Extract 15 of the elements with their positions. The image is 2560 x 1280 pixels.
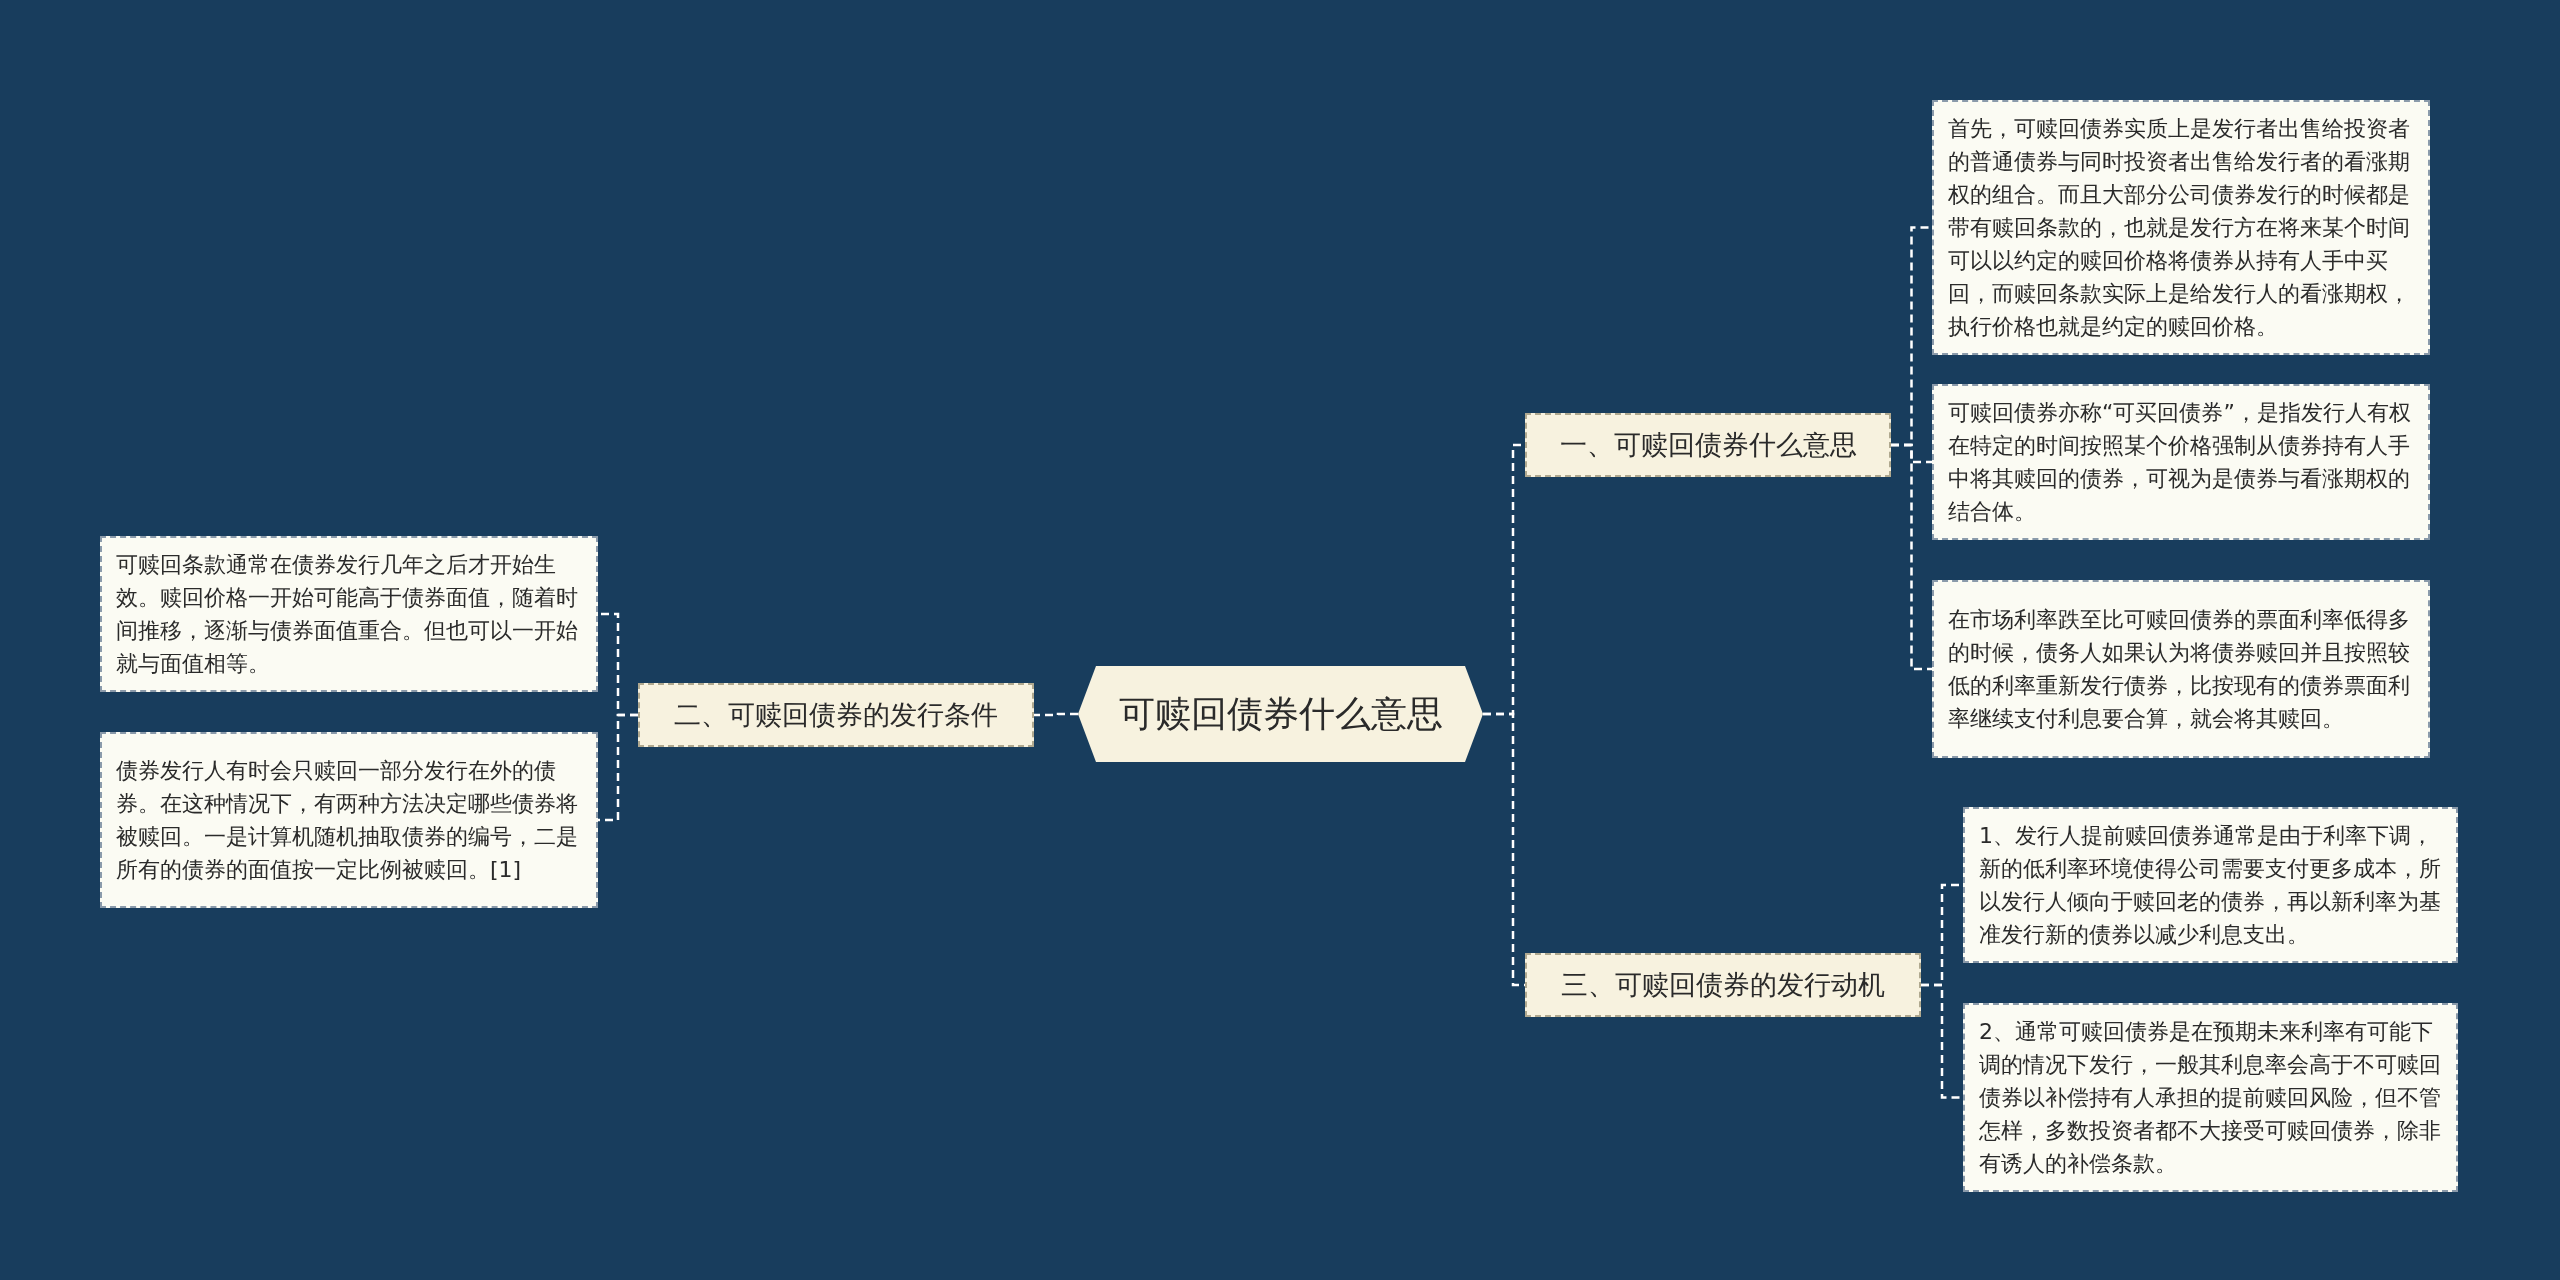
text-box: 1、发行人提前赎回债券通常是由于利率下调，新的低利率环境使得公司需要支付更多成本，所以发行人倾向于赎回老的债券，再以新利率为基准发行新的债券以减少利息支出。 (1963, 807, 2458, 963)
text-box: 可赎回条款通常在债券发行几年之后才开始生效。赎回价格一开始可能高于债券面值，随着时间推移，逐渐与债券面值重合。但也可以一开始就与面值相等。 (100, 536, 598, 692)
central-topic-text: 可赎回债券什么意思 (1118, 691, 1443, 736)
text-box: 可赎回债券亦称“可买回债券”，是指发行人有权在特定的时间按照某个价格强制从债券持有人手中将其赎回的债券，可视为是债券与看涨期权的结合体。 (1932, 384, 2430, 540)
topic-box: 二、可赎回债券的发行条件 (638, 683, 1034, 747)
topic-box: 一、可赎回债券什么意思 (1525, 413, 1891, 477)
text-box: 2、通常可赎回债券是在预期未来利率有可能下调的情况下发行，一般其利息率会高于不可赎回债券以补偿持有人承担的提前赎回风险，但不管怎样，多数投资者都不大接受可赎回债券，除非有诱人的补偿条款。 (1963, 1003, 2458, 1192)
connector-line (598, 713, 638, 822)
connector-line (1034, 712, 1078, 717)
topic-box: 三、可赎回债券的发行动机 (1525, 953, 1921, 1017)
text-box: 首先，可赎回债券实质上是发行者出售给投资者的普通债券与同时投资者出售给发行者的看涨期权的组合。而且大部分公司债券发行的时候都是带有赎回条款的，也就是发行方在将来某个时间可以以约定的赎回价格将债券从持有人手中买回，而赎回条款实际上是给发行人的看涨期权，执行价格也就是约定的赎回价格。 (1932, 100, 2430, 355)
text-box: 在市场利率跌至比可赎回债券的票面利率低得多的时候，债务人如果认为将债券赎回并且按照较低的利率重新发行债券，比按现有的债券票面利率继续支付利息要合算，就会将其赎回。 (1932, 580, 2430, 758)
connector-line (1921, 983, 1963, 1099)
text-box: 债券发行人有时会只赎回一部分发行在外的债券。在这种情况下，有两种方法决定哪些债券将被赎回。一是计算机随机抽取债券的编号，二是所有的债券的面值按一定比例被赎回。[1] (100, 732, 598, 908)
connector-line (1891, 443, 1932, 671)
